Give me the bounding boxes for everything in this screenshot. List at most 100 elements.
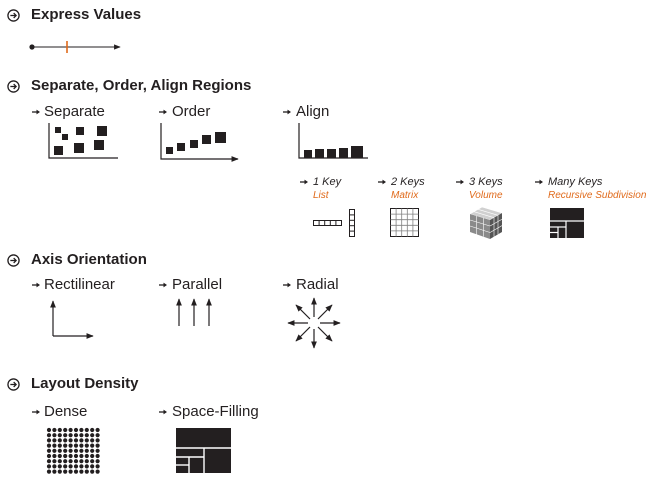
- dense-dot: [57, 443, 62, 448]
- dense-dot: [73, 427, 79, 433]
- dense-dot: [46, 453, 52, 459]
- regions-title: Separate, Order, Align Regions: [31, 77, 252, 94]
- dense-dot: [46, 443, 52, 448]
- align-chart: [298, 123, 368, 159]
- arrow-icon: [282, 107, 292, 117]
- express-values-title: Express Values: [31, 6, 142, 23]
- dense-dot: [84, 448, 89, 453]
- dense-dot: [68, 448, 73, 453]
- matrix-glyph: [390, 208, 419, 237]
- dense-dot: [90, 438, 95, 443]
- dense-dot: [95, 448, 100, 453]
- dense-dot: [63, 427, 68, 433]
- dense-dot: [68, 459, 73, 464]
- space-filling-glyph: [176, 428, 231, 473]
- dense-dot: [52, 459, 57, 464]
- dense-dot: [57, 469, 62, 474]
- dense-dot: [52, 453, 57, 459]
- dense-dot: [46, 469, 52, 474]
- dense-dot: [90, 453, 95, 459]
- list-glyph: [313, 209, 355, 237]
- dense-dot: [68, 469, 73, 474]
- dense-dot: [52, 443, 57, 448]
- arrow-icon: [534, 177, 544, 187]
- dense-dot: [90, 459, 95, 464]
- dense-dot: [84, 469, 89, 474]
- separate-label: Separate: [44, 103, 105, 120]
- dense-dot: [79, 453, 84, 459]
- dense-dot: [90, 433, 95, 438]
- dense-dot: [73, 448, 79, 453]
- dense-dot: [90, 469, 95, 474]
- circle-arrow-icon: [7, 378, 20, 391]
- dense-dot-grid: [46, 427, 100, 474]
- circle-arrow-icon: [7, 254, 20, 267]
- dense-dot: [46, 448, 52, 453]
- dense-dot: [95, 459, 100, 464]
- dense-dot: [79, 464, 84, 469]
- dense-dot: [57, 433, 62, 438]
- key-3-sublabel: Volume: [469, 190, 503, 201]
- dense-dot: [57, 453, 62, 459]
- dense-dot: [90, 448, 95, 453]
- arrow-icon: [158, 107, 168, 117]
- circle-arrow-icon: [7, 80, 20, 93]
- dense-dot: [52, 438, 57, 443]
- volume-glyph: [469, 206, 503, 239]
- dense-dot: [73, 469, 79, 474]
- dense-dot: [95, 433, 100, 438]
- dense-dot: [63, 464, 68, 469]
- radial-axes: [287, 297, 341, 349]
- dense-dot: [57, 459, 62, 464]
- radial-label: Radial: [296, 276, 339, 293]
- dense-dot: [95, 453, 100, 459]
- arrow-icon: [31, 280, 41, 290]
- key-many-sublabel: Recursive Subdivision: [548, 190, 647, 201]
- dense-dot: [95, 427, 100, 433]
- axis-orientation-title: Axis Orientation: [31, 251, 147, 268]
- parallel-axes: [176, 298, 212, 326]
- dense-dot: [84, 438, 89, 443]
- dense-dot: [52, 427, 57, 433]
- rectilinear-label: Rectilinear: [44, 276, 115, 293]
- dense-dot: [68, 443, 73, 448]
- arrow-icon: [282, 280, 292, 290]
- arrow-icon: [455, 177, 465, 187]
- arrow-icon: [377, 177, 387, 187]
- dense-dot: [79, 427, 84, 433]
- dense-dot: [68, 427, 73, 433]
- dense-dot: [68, 438, 73, 443]
- dense-dot: [46, 438, 52, 443]
- arrow-icon: [158, 407, 168, 417]
- parallel-label: Parallel: [172, 276, 223, 293]
- dense-dot: [57, 464, 62, 469]
- dense-label: Dense: [44, 403, 88, 420]
- dense-dot: [52, 469, 57, 474]
- key-3-label: 3 Keys: [469, 176, 503, 188]
- dense-dot: [52, 448, 57, 453]
- dense-dot: [57, 427, 62, 433]
- dense-dot: [52, 464, 57, 469]
- dense-dot: [73, 443, 79, 448]
- dense-dot: [73, 433, 79, 438]
- dense-dot: [73, 438, 79, 443]
- key-many-label: Many Keys: [548, 176, 603, 188]
- dense-dot: [84, 453, 89, 459]
- separate-chart: [48, 123, 118, 159]
- dense-dot: [46, 427, 52, 433]
- dense-dot: [73, 453, 79, 459]
- dense-dot: [79, 459, 84, 464]
- dense-dot: [79, 438, 84, 443]
- dense-dot: [95, 464, 100, 469]
- align-label: Align: [296, 103, 330, 120]
- express-values-axis: [29, 41, 121, 53]
- dense-dot: [90, 443, 95, 448]
- dense-dot: [63, 459, 68, 464]
- dense-dot: [90, 464, 95, 469]
- key-1-sublabel: List: [313, 190, 329, 201]
- dense-dot: [63, 453, 68, 459]
- key-2-sublabel: Matrix: [391, 190, 419, 201]
- space-filling-label: Space-Filling: [172, 403, 259, 420]
- dense-dot: [52, 433, 57, 438]
- arrow-icon: [31, 107, 41, 117]
